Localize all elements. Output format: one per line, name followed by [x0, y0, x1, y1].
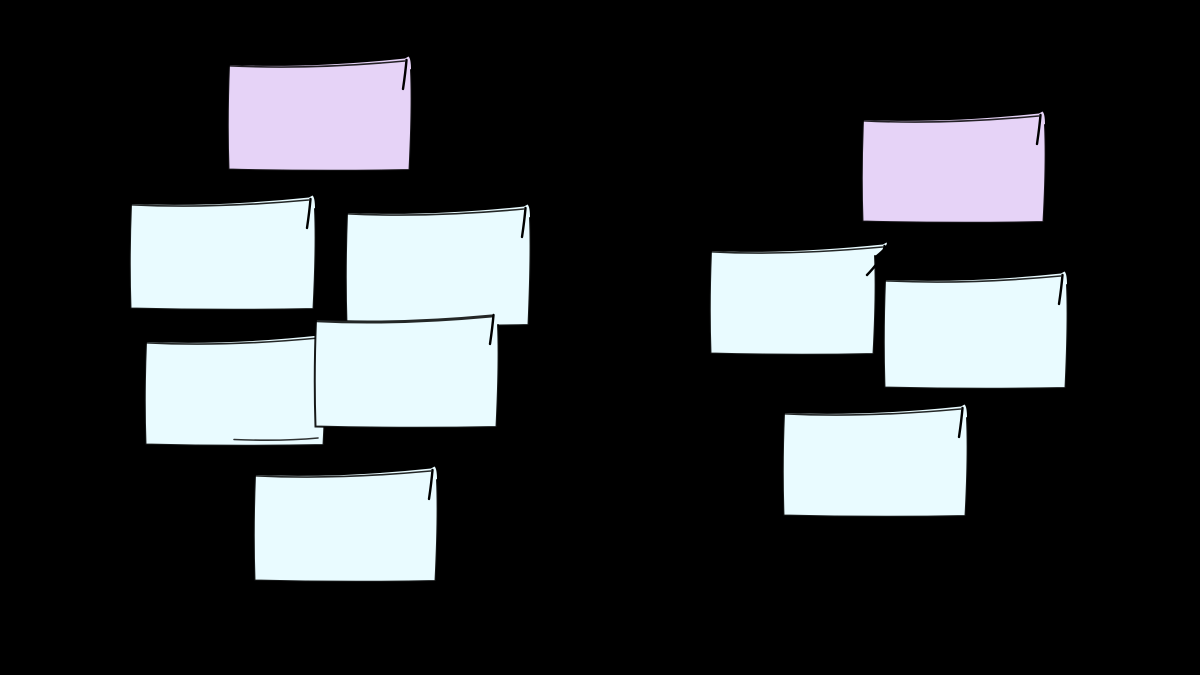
note-top-stroke	[862, 115, 1040, 123]
note-shape	[883, 271, 1068, 389]
note-outline	[226, 64, 413, 172]
right-note-cyan-1[interactable]	[708, 242, 887, 356]
note-corner-curl	[401, 58, 408, 91]
note-corner-curl	[865, 244, 886, 277]
left-note-cyan-4[interactable]	[313, 311, 500, 429]
left-note-cyan-3[interactable]	[143, 333, 327, 447]
right-note-cyan-3[interactable]	[781, 404, 969, 518]
note-shape	[782, 404, 968, 517]
note-outline	[128, 203, 317, 311]
left-note-cyan-1[interactable]	[128, 195, 317, 311]
note-shape	[345, 204, 531, 326]
note-top-stroke	[346, 208, 525, 216]
note-top-stroke	[228, 60, 406, 68]
note-corner-curl	[427, 468, 434, 501]
note-top-stroke	[315, 314, 493, 324]
note-corner-curl	[520, 206, 527, 239]
note-top-stroke	[130, 199, 310, 207]
note-top-stroke	[783, 408, 962, 416]
right-note-violet[interactable]	[860, 111, 1047, 224]
note-corner-curl	[1035, 113, 1042, 146]
note-outline	[882, 279, 1069, 390]
note-shape	[861, 111, 1046, 223]
note-outline	[708, 250, 877, 356]
note-top-stroke	[710, 246, 884, 254]
left-note-cyan-2[interactable]	[344, 204, 532, 327]
note-top-stroke	[254, 470, 432, 478]
note-corner-curl	[488, 313, 495, 346]
note-top-stroke	[145, 337, 320, 345]
note-shape	[314, 311, 499, 428]
note-shape	[253, 466, 438, 582]
note-shape	[709, 242, 887, 355]
note-outline	[781, 412, 969, 518]
left-note-violet[interactable]	[226, 56, 413, 172]
note-shape	[129, 195, 316, 310]
note-top-stroke	[884, 275, 1062, 283]
note-corner-curl	[957, 406, 964, 439]
left-cluster	[128, 56, 532, 583]
note-outline	[860, 119, 1047, 224]
note-outline	[252, 474, 439, 583]
note-bottom-stroke	[233, 437, 319, 442]
note-outline	[313, 319, 500, 429]
note-shape	[144, 333, 326, 446]
note-shape	[227, 56, 412, 171]
right-cluster	[708, 111, 1069, 518]
right-note-cyan-2[interactable]	[882, 271, 1069, 390]
note-corner-curl	[305, 197, 312, 230]
note-corner-curl	[1057, 273, 1064, 306]
left-note-cyan-5[interactable]	[252, 466, 439, 583]
